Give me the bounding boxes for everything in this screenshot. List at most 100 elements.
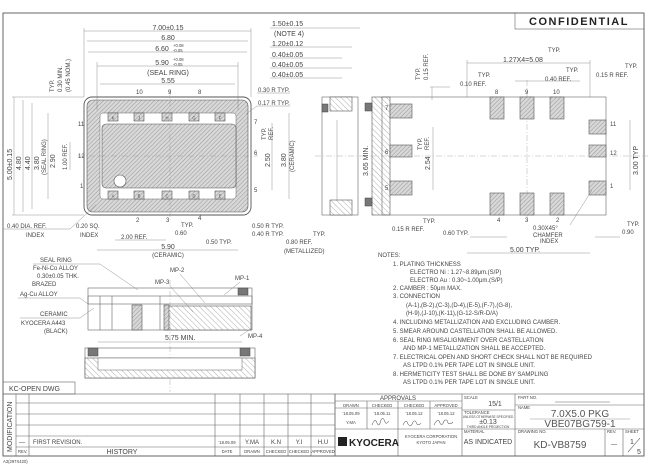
approval-date: '18.05.12: [437, 411, 455, 416]
radius-label: 0.40 R TYP.: [252, 232, 284, 238]
pad-number: 2: [556, 218, 560, 224]
material-value: AS INDICATED: [464, 439, 513, 446]
dim-label: TYP.: [566, 68, 579, 74]
pad-number: 12: [78, 154, 85, 160]
dim-height: 2.90: [50, 154, 57, 168]
tolerance-value: ±0.13: [479, 419, 497, 426]
signature: [433, 419, 454, 426]
dim-height: 4.40: [25, 156, 32, 170]
company-name: KYOCERA CORPORATION: [405, 434, 457, 439]
name-line1: 7.0X5.0 PKG: [551, 409, 610, 420]
pad-letter: A: [112, 194, 115, 199]
pad-letter: K: [112, 116, 115, 121]
dim-ref: 0.80 REF.: [286, 240, 313, 246]
drawing-no-label: DRAWING NO.: [518, 429, 547, 434]
radius-label: 0.17 R TYP.: [258, 101, 290, 107]
dim-height-overall: 5.00±0.15: [7, 149, 14, 180]
pad-number: 6: [385, 150, 389, 156]
column-header: REV.: [18, 449, 27, 454]
dim-pad: 0.90: [622, 230, 634, 236]
logo-text: KYOCERA: [349, 438, 399, 449]
dim-ref: REF.: [425, 137, 431, 150]
bottom-view: 8 9 10 11 12 1 4 3 2 7 6 5 TYP. 0.15 REF…: [381, 48, 640, 254]
pad-number: 2: [136, 218, 140, 224]
side-view: 1.50±0.15 (NOTE 4) 1.20±0.12 0.40±0.05 0…: [270, 21, 648, 216]
index-label: INDEX: [26, 233, 44, 239]
sheet-number: 1: [630, 439, 634, 446]
dim-width-overall: 7.00±0.15: [152, 25, 183, 32]
dim-label: REF.: [269, 127, 275, 140]
kyocera-logo: KYOCERA: [338, 437, 399, 449]
confidential-label: CONFIDENTIAL: [529, 16, 629, 28]
rev-label: REV.: [607, 429, 616, 434]
pad-letter: D: [192, 194, 195, 199]
radius-label: 0.30 R TYP.: [258, 88, 290, 94]
company-city: KYOTO JAPAN: [417, 440, 446, 445]
name-label: NAME: [518, 405, 530, 410]
dim-min-width: 5.75 MIN.: [165, 335, 195, 342]
radius-label: 0.50 R TYP.: [252, 224, 284, 230]
notes: NOTES: 1. PLATING THICKNESS ELECTRO Ni :…: [378, 253, 593, 386]
date-cell: '18.05.09: [218, 440, 236, 445]
lid-top-pads: K J H G F: [107, 112, 226, 122]
column-header: CHECKED: [289, 449, 309, 454]
pad-number: 8: [198, 90, 202, 96]
dim-label: TYP.: [627, 222, 640, 228]
note-line: ELECTRO Ni : 1.27~8.89μm.(S/P): [410, 270, 501, 276]
dim-width: 5.00 TYP.: [510, 247, 540, 254]
approval-header: DRAWN: [343, 403, 359, 408]
pad-number: 8: [495, 90, 499, 96]
dim-nom: (0.45 NOM.): [66, 59, 72, 92]
index-dia-label: 0.40 DIA. REF.: [7, 224, 47, 230]
note-line: 8. HERMETICITY TEST SHALL BE DONE BY SAM…: [393, 372, 549, 378]
column-header: APPROVED: [311, 449, 334, 454]
column-header: HISTORY: [107, 449, 138, 456]
chamfer-label: 0.30X45°: [533, 226, 558, 232]
history-cell: FIRST REVISION.: [33, 440, 83, 446]
pad-number: 1: [80, 184, 84, 190]
dim-thickness: 1.50±0.15: [272, 21, 303, 28]
mp-label: MP-3: [155, 280, 170, 286]
drawn-cell: Y.MA: [245, 440, 259, 446]
section-label: Ag-Cu ALLOY: [20, 292, 58, 298]
paper-size: A3(297X420): [3, 459, 28, 464]
dim-label: TYP.: [418, 137, 424, 150]
dim-ref: 2.00 REF.: [121, 235, 148, 241]
dim-pitch: 0.60 TYP.: [443, 231, 469, 237]
dim-height: 2.50: [265, 153, 272, 167]
dim-layer: 0.40±0.05: [272, 52, 303, 59]
sheet-label: SHEET: [625, 429, 639, 434]
index-label: INDEX: [80, 233, 98, 239]
section-label: KYOCERA A443: [21, 321, 66, 327]
dim-label: (CERAMIC): [152, 253, 184, 259]
mp-label: MP-2: [170, 268, 185, 274]
confidential-stamp: CONFIDENTIAL: [514, 12, 645, 30]
dim-label: TYP.: [262, 127, 268, 140]
note-line: 7. ELECTRICAL OPEN AND SHORT CHECK SHALL…: [393, 355, 593, 361]
dim-width: 6.60: [155, 46, 169, 53]
modification-label: MODIFICATION: [7, 402, 14, 452]
dim-label: TYP.: [50, 79, 56, 92]
note-line: 6. SEAL RING MISALIGNMENT OVER CASTELLAT…: [393, 338, 544, 344]
section-label: CERAMIC: [40, 312, 68, 318]
pad-letter: C: [165, 194, 168, 199]
column-header: DRAWN: [244, 449, 260, 454]
section-label: Fe-Ni-Co ALLOY: [33, 266, 78, 272]
part-no-label: PART NO.: [518, 395, 537, 400]
drawn-name: Y.MA: [346, 420, 356, 425]
section-label: SEAL RING: [40, 258, 72, 264]
pad-letter: J: [138, 116, 140, 121]
note-line: AS LTPD 0.1% PER TAPE LOT IN SINGLE UNIT…: [403, 363, 535, 369]
pad-letter: F: [219, 116, 222, 121]
dim-pitch: 0.60: [175, 231, 187, 237]
radius-label: 0.15 R REF.: [596, 73, 629, 79]
column-header: DATE: [222, 449, 233, 454]
cross-section: 5.75 MIN. SEAL RING Fe-Ni-Co ALLOY 0.30±…: [18, 258, 263, 392]
approved-cell: H.U: [318, 440, 328, 446]
pad-letter: E: [219, 194, 222, 199]
approval-date: '18.05.09: [342, 411, 360, 416]
note-line: 1. PLATING THICKNESS: [393, 262, 461, 268]
pad-number: 10: [136, 90, 143, 96]
modification-table: KC-OPEN DWG MODIFICATION REV. HISTORY DA…: [2, 381, 336, 457]
pad-number: 9: [525, 90, 529, 96]
